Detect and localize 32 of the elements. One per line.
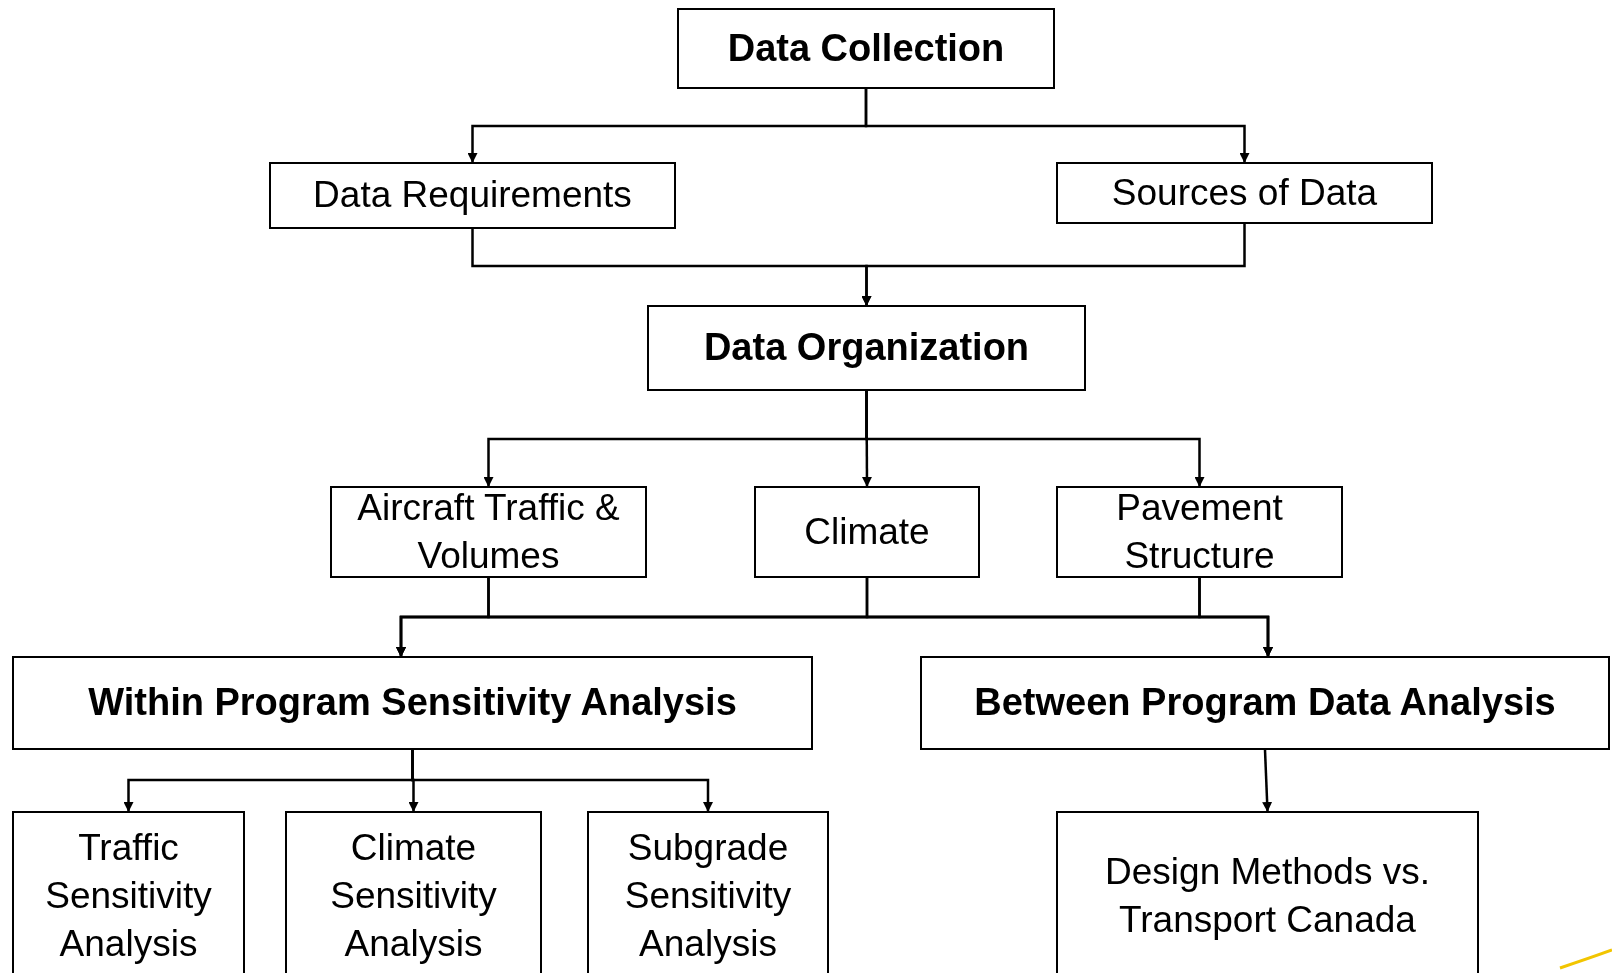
connector-arrow xyxy=(1198,578,1273,657)
box-label: Data Collection xyxy=(727,25,1005,71)
category-box xyxy=(754,486,980,578)
box-label: Climate Sensitivity Analysis xyxy=(329,825,498,967)
connector-arrow xyxy=(1262,749,1273,812)
connector-arrow xyxy=(865,391,1205,487)
connector-arrow xyxy=(411,750,713,812)
box-label: Subgrade Sensitivity Analysis xyxy=(623,825,793,967)
process-box xyxy=(647,305,1086,391)
box-label: Data Requirements xyxy=(313,173,632,218)
box-label: Pavement Structure xyxy=(1115,485,1284,578)
category-box xyxy=(1056,486,1343,578)
analysis-box xyxy=(1056,811,1479,973)
box-label: Aircraft Traffic & Volumes xyxy=(356,485,621,578)
box-label: Within Program Sensitivity Analysis xyxy=(88,680,737,726)
box-label: Design Methods vs. Transport Canada xyxy=(1104,849,1431,942)
analysis-box xyxy=(587,811,829,973)
box-label: Traffic Sensitivity Analysis xyxy=(44,825,213,967)
analysis-box xyxy=(920,656,1610,750)
connector-arrow xyxy=(861,224,1246,306)
box-label: Climate xyxy=(804,509,930,554)
box-label: Between Program Data Analysis xyxy=(974,680,1556,726)
process-box xyxy=(1056,162,1433,224)
analysis-box xyxy=(12,811,245,973)
process-box xyxy=(269,162,676,229)
box-label: Sources of Data xyxy=(1111,170,1378,215)
box-label: Data Organization xyxy=(703,325,1030,371)
connector-arrow xyxy=(864,89,1250,163)
process-box xyxy=(677,8,1055,89)
analysis-box xyxy=(12,656,813,750)
category-box xyxy=(330,486,647,578)
analysis-box xyxy=(285,811,542,973)
